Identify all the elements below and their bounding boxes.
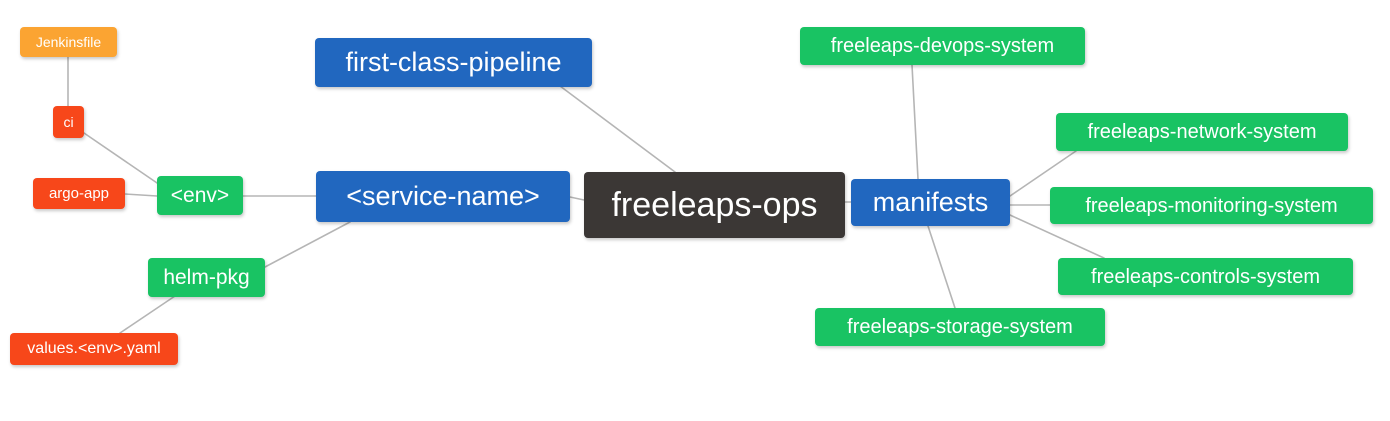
- node-freeleaps-devops-system[interactable]: freeleaps-devops-system: [800, 27, 1085, 65]
- node-label: argo-app: [48, 185, 110, 202]
- node-label: freeleaps-controls-system: [1091, 265, 1320, 288]
- node-freeleaps-ops[interactable]: freeleaps-ops: [584, 172, 845, 238]
- node-label: <env>: [170, 184, 230, 207]
- edge-service-name-to-helm-pkg: [264, 221, 351, 268]
- node-label: freeleaps-storage-system: [847, 316, 1073, 338]
- node-label: values.<env>.yaml: [27, 340, 161, 357]
- edge-helm-pkg-to-values-env-yaml: [119, 295, 176, 334]
- node-freeleaps-storage-system[interactable]: freeleaps-storage-system: [815, 308, 1105, 346]
- node-label: helm-pkg: [163, 266, 250, 289]
- node-label: manifests: [872, 187, 989, 217]
- edge-manifests-to-freeleaps-storage-system: [927, 225, 956, 309]
- edge-env-to-argo-app: [124, 193, 158, 197]
- node-label: Jenkinsfile: [35, 34, 102, 50]
- node-freeleaps-monitoring-system[interactable]: freeleaps-monitoring-system: [1050, 187, 1373, 224]
- edge-freeleaps-ops-to-first-class-pipeline: [559, 85, 676, 173]
- node-label: first-class-pipeline: [345, 47, 562, 77]
- node-ci[interactable]: ci: [53, 106, 84, 138]
- edge-freeleaps-ops-to-service-name: [569, 196, 585, 201]
- node-service-name[interactable]: <service-name>: [316, 171, 570, 222]
- node-argo-app[interactable]: argo-app: [33, 178, 125, 209]
- edge-manifests-to-freeleaps-devops-system: [911, 64, 919, 180]
- node-label: freeleaps-ops: [611, 186, 818, 224]
- node-env[interactable]: <env>: [157, 176, 243, 215]
- node-label: <service-name>: [346, 181, 540, 211]
- node-manifests[interactable]: manifests: [851, 179, 1010, 226]
- node-label: freeleaps-network-system: [1087, 121, 1317, 143]
- node-label: freeleaps-monitoring-system: [1085, 194, 1338, 217]
- node-jenkinsfile[interactable]: Jenkinsfile: [20, 27, 117, 57]
- node-label: ci: [63, 114, 74, 130]
- node-freeleaps-network-system[interactable]: freeleaps-network-system: [1056, 113, 1348, 151]
- node-values-env-yaml[interactable]: values.<env>.yaml: [10, 333, 178, 365]
- node-first-class-pipeline[interactable]: first-class-pipeline: [315, 38, 592, 87]
- node-label: freeleaps-devops-system: [830, 35, 1055, 57]
- node-freeleaps-controls-system[interactable]: freeleaps-controls-system: [1058, 258, 1353, 295]
- node-helm-pkg[interactable]: helm-pkg: [148, 258, 265, 297]
